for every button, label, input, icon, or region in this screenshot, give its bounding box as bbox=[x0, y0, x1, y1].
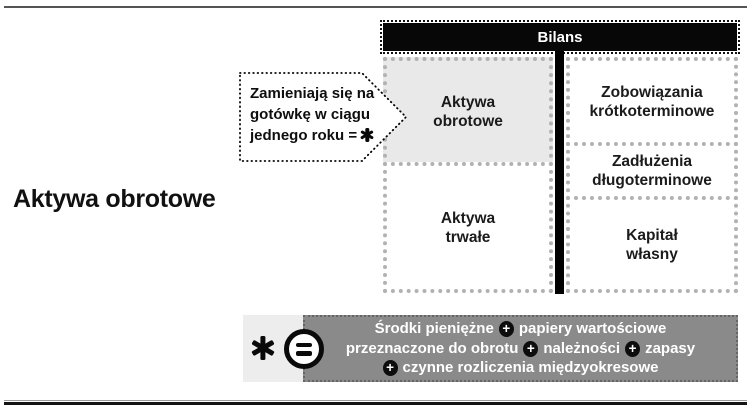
figure-bottom-rule bbox=[4, 402, 747, 405]
callout-line-2: gotówkę w ciągu bbox=[250, 106, 371, 123]
formula-text: Środki pieniężne bbox=[374, 320, 494, 338]
box-short-term-liabilities: Zobowiązania krótkoterminowe bbox=[566, 57, 738, 146]
box-fixed-assets: Aktywa trwałe bbox=[383, 162, 553, 293]
box-long-term-debt-label: Zadłużenia długoterminowe bbox=[592, 153, 712, 189]
asterisk-icon bbox=[251, 336, 275, 363]
figure-bottom-rule-thin bbox=[4, 400, 747, 401]
formula-box: Środki pieniężne + papiery wartościowe p… bbox=[303, 315, 738, 382]
callout-arrow-shape bbox=[239, 72, 408, 162]
box-fixed-assets-label: Aktywa trwałe bbox=[440, 209, 496, 246]
box-equity: Kapitał własny bbox=[566, 196, 738, 293]
callout: Zamieniają się na gotówkę w ciągu jedneg… bbox=[250, 83, 375, 146]
box-current-assets: Aktywa obrotowe bbox=[383, 57, 553, 166]
box-short-term-liabilities-label: Zobowiązania krótkoterminowe bbox=[589, 83, 715, 120]
plus-icon: + bbox=[498, 321, 514, 337]
box-long-term-debt: Zadłużenia długoterminowe bbox=[566, 142, 738, 200]
formula-line-3: + czynne rozliczenia międzyokresowe bbox=[382, 358, 659, 378]
callout-line-1: Zamieniają się na bbox=[250, 85, 375, 102]
callout-line-3: jednego roku = bbox=[250, 125, 375, 146]
formula-text: przeznaczone do obrotu bbox=[345, 339, 519, 357]
box-current-assets-label: Aktywa obrotowe bbox=[433, 93, 503, 130]
figure-title: Aktywa obrotowe bbox=[13, 185, 216, 213]
formula-text: zapasy bbox=[645, 339, 696, 357]
equals-icon bbox=[284, 329, 324, 369]
box-equity-label: Kapitał własny bbox=[626, 226, 678, 263]
formula-line-1: Środki pieniężne + papiery wartościowe bbox=[375, 319, 667, 339]
formula-line-2: przeznaczone do obrotu + należności + za… bbox=[346, 339, 695, 359]
formula-text: papiery wartościowe bbox=[518, 320, 667, 338]
formula-text: czynne rozliczenia międzyokresowe bbox=[402, 359, 659, 377]
balance-sheet-divider bbox=[555, 51, 564, 294]
bilans-header-bar: Bilans bbox=[380, 20, 740, 54]
plus-icon: + bbox=[382, 360, 398, 376]
figure-top-rule bbox=[4, 6, 747, 8]
plus-icon: + bbox=[523, 340, 539, 357]
bilans-label: Bilans bbox=[537, 28, 583, 46]
asterisk-icon bbox=[360, 128, 375, 142]
formula-text: należności bbox=[543, 339, 621, 357]
plus-icon: + bbox=[625, 340, 641, 357]
